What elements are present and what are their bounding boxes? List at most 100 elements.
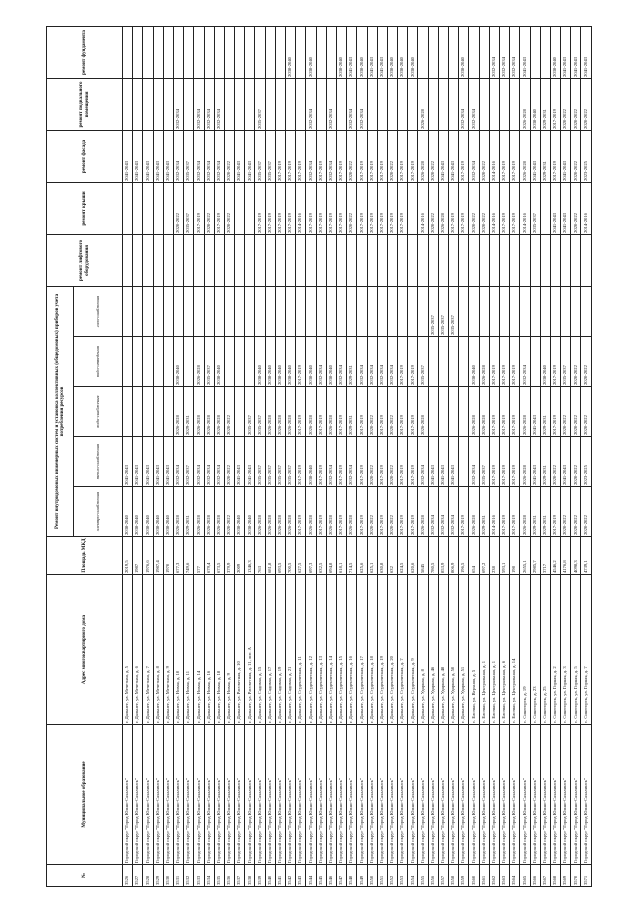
cell-basement (122, 78, 133, 131)
cell-water: 2020-2022 (387, 386, 398, 437)
cell-foundation (153, 26, 164, 79)
cell-water (132, 386, 143, 437)
cell-gas (234, 286, 245, 337)
cell-heat: 2035-2037 (265, 436, 276, 487)
cell-roof: 2017-2019 (254, 182, 266, 235)
cell-foundation (132, 26, 143, 79)
cell-water: 2017-2019 (356, 386, 367, 437)
cell-address: г. Дальнее, ул. Садовая, д. 19 (275, 574, 286, 725)
cell-area: 3717 (540, 536, 551, 575)
cell-facade: 2041-2043 (530, 130, 541, 183)
cell-municipality: Городской округ "Город Южно-Сахалинск" (173, 724, 184, 865)
cell-foundation: 2041-2043 (367, 26, 378, 79)
cell-foundation: 2041-2043 (570, 26, 581, 79)
cell-electric: 2026-2028 (519, 486, 530, 537)
cell-basement: 2032-2034 (468, 78, 480, 131)
cell-electric: 2032-2034 (448, 486, 459, 537)
cell-area: 4176,8 (560, 536, 571, 575)
cell-heat: 2041-2043 (153, 436, 164, 487)
cell-foundation (530, 26, 541, 79)
cell-electric: 2032-2034 (438, 486, 449, 537)
cell-foundation: 2038-2040 (305, 26, 317, 79)
cell-electric: 2026-2028 (254, 486, 266, 537)
cell-area: 853,9 (438, 536, 449, 575)
cell-address: г. Дальнее, ул. Мечетная, д. 9 (163, 574, 174, 725)
cell-elevator (509, 234, 520, 287)
cell-roof: 2014-2016 (519, 182, 530, 235)
cell-address: г. Дальнее, ул. Рассветная, д. 10 (234, 574, 245, 725)
cell-elevator (132, 234, 143, 287)
cell-basement (407, 78, 418, 131)
cell-area: 5845 (417, 536, 429, 575)
cell-water: 2026-2028 (193, 386, 204, 437)
cell-sewer (183, 336, 194, 387)
cell-water (428, 386, 439, 437)
cell-address: г. Дальнее, ул. Студенческая, д. 18 (367, 574, 378, 725)
cell-sewer: 2035-2037 (560, 336, 571, 387)
cell-basement (153, 78, 164, 131)
cell-heat: 2041-2043 (132, 436, 143, 487)
cell-municipality: Городской округ "Город Южно-Сахалинск" (367, 724, 378, 865)
cell-municipality: Городской округ "Город Южно-Сахалинск" (305, 724, 317, 865)
cell-heat: 2017-2019 (509, 436, 520, 487)
cell-sewer (142, 336, 154, 387)
cell-water: 2041-2043 (530, 386, 541, 437)
cell-water (153, 386, 164, 437)
cell-num: 3560 (468, 864, 480, 887)
cell-num: 3570 (570, 864, 581, 887)
cell-heat: 2017-2019 (499, 436, 510, 487)
cell-address: г. Дальнее, ул. Новая, д. 11 (183, 574, 194, 725)
cell-area: 697,3 (305, 536, 317, 575)
cell-elevator (326, 234, 337, 287)
cell-sewer: 2017-2019 (550, 336, 561, 387)
cell-facade: 2032-2034 (305, 130, 317, 183)
cell-address: г. Дальнее, ул. Студенческая, д. 20 (387, 574, 398, 725)
cell-address: г. Дальнее, ул. Студенческая, д. 7 (397, 574, 408, 725)
cell-sewer: 2038-2040 (254, 336, 266, 387)
cell-water: 2026-2028 (173, 386, 184, 437)
cell-gas (132, 286, 143, 337)
cell-area: 630,8 (377, 536, 388, 575)
cell-water: 2017-2019 (407, 386, 418, 437)
cell-address: г. Дальнее, ул. Садовая, д. 17 (265, 574, 276, 725)
cell-address: г. Дальнее, ул. Мечетная, д. 7 (142, 574, 154, 725)
cell-basement: 2026-2028 (519, 78, 530, 131)
cell-roof (163, 182, 174, 235)
cell-roof: 2014-2016 (417, 182, 429, 235)
cell-roof: 2017-2019 (193, 182, 204, 235)
cell-address: с. Елочки, ул. Верхняя, д. 5 (468, 574, 480, 725)
cell-facade: 2017-2019 (367, 130, 378, 183)
cell-facade: 2032-2034 (173, 130, 184, 183)
cell-municipality: Городской округ "Город Южно-Сахалинск" (234, 724, 245, 865)
cell-address: с. Елочки, ул. Центральная, д. 14 (509, 574, 520, 725)
cell-heat: 2017-2019 (316, 436, 327, 487)
cell-municipality: Городской округ "Город Южно-Сахалинск" (387, 724, 398, 865)
cell-water: 2020-2022 (224, 386, 235, 437)
cell-area: 714,5 (346, 536, 357, 575)
cell-water: 2035-2037 (254, 386, 266, 437)
cell-facade: 2023-2025 (580, 130, 592, 183)
cell-gas: 2035-2037 (428, 286, 439, 337)
cell-heat: 2032-2034 (417, 436, 429, 487)
cell-municipality: Городской округ "Город Южно-Сахалинск" (560, 724, 571, 865)
cell-heat: 2041-2043 (234, 436, 245, 487)
cell-sewer: 2032-2034 (377, 336, 388, 387)
cell-basement: 2035-2037 (254, 78, 266, 131)
cell-address: г. Дальнее, ул. Студенческая, д. 16 (346, 574, 357, 725)
col-foundation-header: ремонт фундамента (46, 26, 123, 79)
cell-heat: 2032-2034 (326, 436, 337, 487)
cell-num: 3527 (132, 864, 143, 887)
cell-municipality: Городской округ "Город Южно-Сахалинск" (489, 724, 500, 865)
cell-heat: 2020-2022 (224, 436, 235, 487)
cell-roof: 2014-2016 (580, 182, 592, 235)
cell-foundation: 2038-2040 (336, 26, 347, 79)
cell-gas (356, 286, 367, 337)
cell-area: 700,5 (285, 536, 296, 575)
